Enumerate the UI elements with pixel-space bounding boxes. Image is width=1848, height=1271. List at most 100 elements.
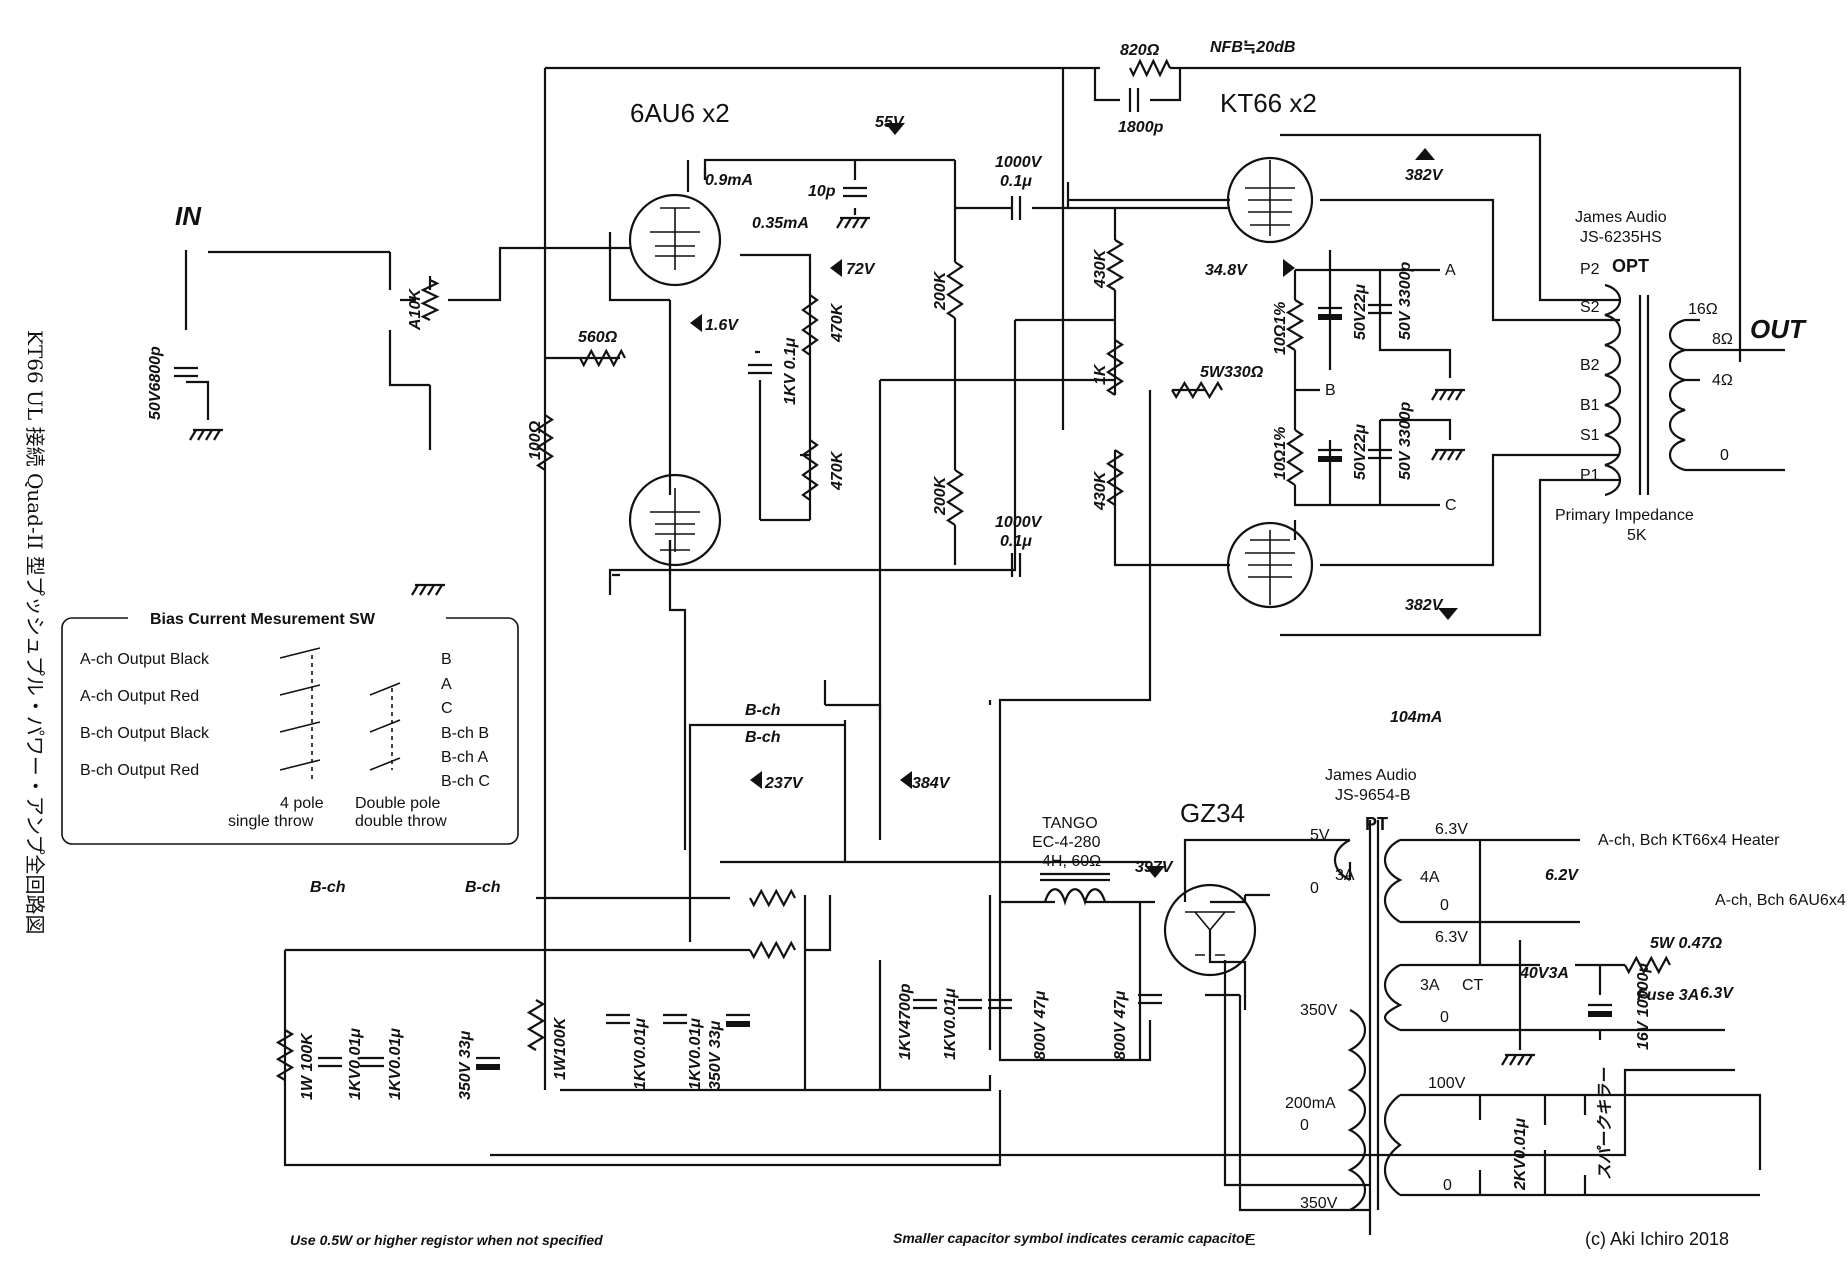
- r-10-top: 10Ω1%: [1272, 299, 1305, 355]
- bias-out-bchb: B-ch B: [441, 725, 489, 742]
- current-035: 0.35mA: [752, 215, 809, 232]
- c-1kv-0-1-label: 1KV 0.1μ: [782, 337, 799, 405]
- vlabel-0: 2KV0.01μ: [1512, 1118, 1529, 1191]
- r-1w30k-2: [749, 940, 796, 960]
- psu-c-3-label: 1KV0.01μ: [632, 1018, 649, 1090]
- heater-63: 6.3V: [1700, 985, 1734, 1002]
- voltage-arrow-5: [690, 314, 702, 332]
- voltage-55: 55V: [875, 114, 905, 131]
- pot-a10k-label: A10K: [407, 288, 424, 331]
- bias-caption-left-2: single throw: [228, 813, 314, 830]
- r-430k-bot-label: 430K: [1092, 470, 1109, 511]
- r-1k: 1K: [1092, 339, 1125, 396]
- c-3300p-top: 50V 3300p: [1368, 261, 1414, 340]
- pt-tap-14: 0: [1443, 1177, 1452, 1194]
- pt-brand: James Audio: [1325, 767, 1417, 784]
- power-transformer: [1334, 820, 1403, 1235]
- opt-tap-7: 8Ω: [1712, 331, 1733, 348]
- bias-box-title: Bias Current Mesurement SW: [150, 611, 376, 628]
- opt-tap-8: 4Ω: [1712, 372, 1733, 389]
- pt-tap-13: 100V: [1428, 1075, 1466, 1092]
- bias-out-a: A: [441, 676, 452, 693]
- copyright-label: (c) Aki Ichiro 2018: [1585, 1229, 1729, 1249]
- pt-tap-4: 0: [1300, 1117, 1309, 1134]
- bch-label-4: B-ch: [465, 879, 501, 896]
- ground-symbol-2: [836, 216, 870, 229]
- tube-gz34: [1163, 883, 1257, 977]
- vlabel-1: スパークキラー: [1596, 1067, 1614, 1180]
- opt-primary: Primary Impedance: [1555, 507, 1694, 524]
- terminal-c: C: [1445, 497, 1457, 514]
- c-1800p: [1128, 88, 1140, 112]
- pt-tap-6: 6.3V: [1435, 821, 1468, 838]
- heater-6au6: A-ch, Bch 6AU6x4 Heater: [1715, 892, 1848, 909]
- opt-tap-0: P2: [1580, 261, 1600, 278]
- r-330-label: 5W330Ω: [1200, 364, 1264, 381]
- voltage-arrow-3: [1145, 866, 1165, 878]
- r-100: 100Ω: [527, 414, 555, 471]
- pt-tap-12: 0: [1440, 1009, 1449, 1026]
- terminal-a: A: [1445, 262, 1456, 279]
- psu-c-0-label: 1KV0.01μ: [347, 1028, 364, 1100]
- c-22u-bot: 50V22μ: [1318, 424, 1369, 480]
- bias-row-1: A-ch Output Black: [80, 651, 210, 668]
- voltage-1-6: 1.6V: [705, 317, 739, 334]
- voltage-arrow-1: [1415, 148, 1435, 160]
- heater-62: 6.2V: [1545, 867, 1579, 884]
- bias-caption-left-1: 4 pole: [280, 795, 324, 812]
- c-22u-bot-label: 50V22μ: [1352, 424, 1369, 480]
- current-09: 0.9mA: [705, 172, 753, 189]
- choke-spec: 4H, 60Ω: [1042, 853, 1101, 870]
- pt-tap-7: 4A: [1420, 869, 1440, 886]
- choke-brand: TANGO: [1042, 815, 1098, 832]
- tube-6au6-bottom: [628, 473, 722, 567]
- c-10000u: 16V 10000μ: [1588, 963, 1652, 1050]
- driver-tube-label: 6AU6 x2: [630, 98, 730, 128]
- bias-caption-right-1: Double pole: [355, 795, 441, 812]
- pt-tap-8: 0: [1440, 897, 1449, 914]
- voltage-arrows: [690, 123, 1458, 878]
- footnote-resistor: Use 0.5W or higher registor when not spe…: [290, 1232, 603, 1248]
- voltage-384: 384V: [912, 775, 951, 792]
- r-470k-bot: 470K: [801, 439, 846, 501]
- pt-tap-2: 0: [1310, 880, 1319, 897]
- opt-model: JS-6235HS: [1580, 229, 1662, 246]
- opt-tap-1: S2: [1580, 299, 1600, 316]
- psu-c-2-label: 350V 33μ: [457, 1030, 474, 1100]
- voltage-arrow-6: [1283, 259, 1295, 277]
- psu-r-1w100k-a: 1W 100K: [275, 1029, 316, 1100]
- opt-tap-4: S1: [1580, 427, 1600, 444]
- bias-out-bchc: B-ch C: [441, 773, 490, 790]
- r-470k-bot-label: 470K: [829, 450, 846, 491]
- voltage-72: 72V: [846, 261, 876, 278]
- coupling-top-v: 1000V: [995, 154, 1043, 171]
- psu-c-9-label: 800V 47μ: [1112, 990, 1129, 1060]
- labels: IN OUT 6AU6 x2 KT66 x2 GZ34 NFB≒20dB (c)…: [80, 39, 1848, 1249]
- coupling-top-val: 0.1μ: [1000, 173, 1032, 190]
- transformer-taps: P2S2B2B1S1P116Ω8Ω4Ω05V3A0350V0350V6.3V4A…: [1300, 261, 1733, 1212]
- r-430k-top: 430K: [1092, 239, 1125, 291]
- tube-kt66-top: [1226, 156, 1314, 244]
- voltage-arrow-8: [900, 771, 912, 789]
- voltage-arrow-7: [750, 771, 762, 789]
- input-label: IN: [175, 201, 202, 231]
- psu-r-1w100k-b-label: 1W100K: [552, 1016, 569, 1080]
- r-430k-bot: 430K: [1092, 449, 1125, 511]
- psu-r-1w100k-b: 1W100K: [526, 999, 569, 1080]
- output-label: OUT: [1750, 314, 1807, 344]
- power-tube-label: KT66 x2: [1220, 88, 1317, 118]
- e-label: E: [1245, 1232, 1256, 1249]
- c-22u-top: 50V22μ: [1318, 284, 1369, 340]
- psu-c-2: 350V 33μ: [457, 1030, 500, 1100]
- heater-kt66: A-ch, Bch KT66x4 Heater: [1598, 832, 1780, 849]
- c-coupling-top: [1010, 196, 1022, 220]
- psu-c-1: 1KV0.01μ: [360, 1028, 404, 1100]
- choke: [1040, 872, 1110, 906]
- psu-c-0: 1KV0.01μ: [318, 1028, 364, 1100]
- r-560: [579, 348, 626, 368]
- tube-6au6-top: [628, 193, 722, 287]
- bias-out-b: B: [441, 651, 452, 668]
- opt-tap-6: 16Ω: [1688, 301, 1718, 318]
- output-transformer: [1604, 283, 1785, 497]
